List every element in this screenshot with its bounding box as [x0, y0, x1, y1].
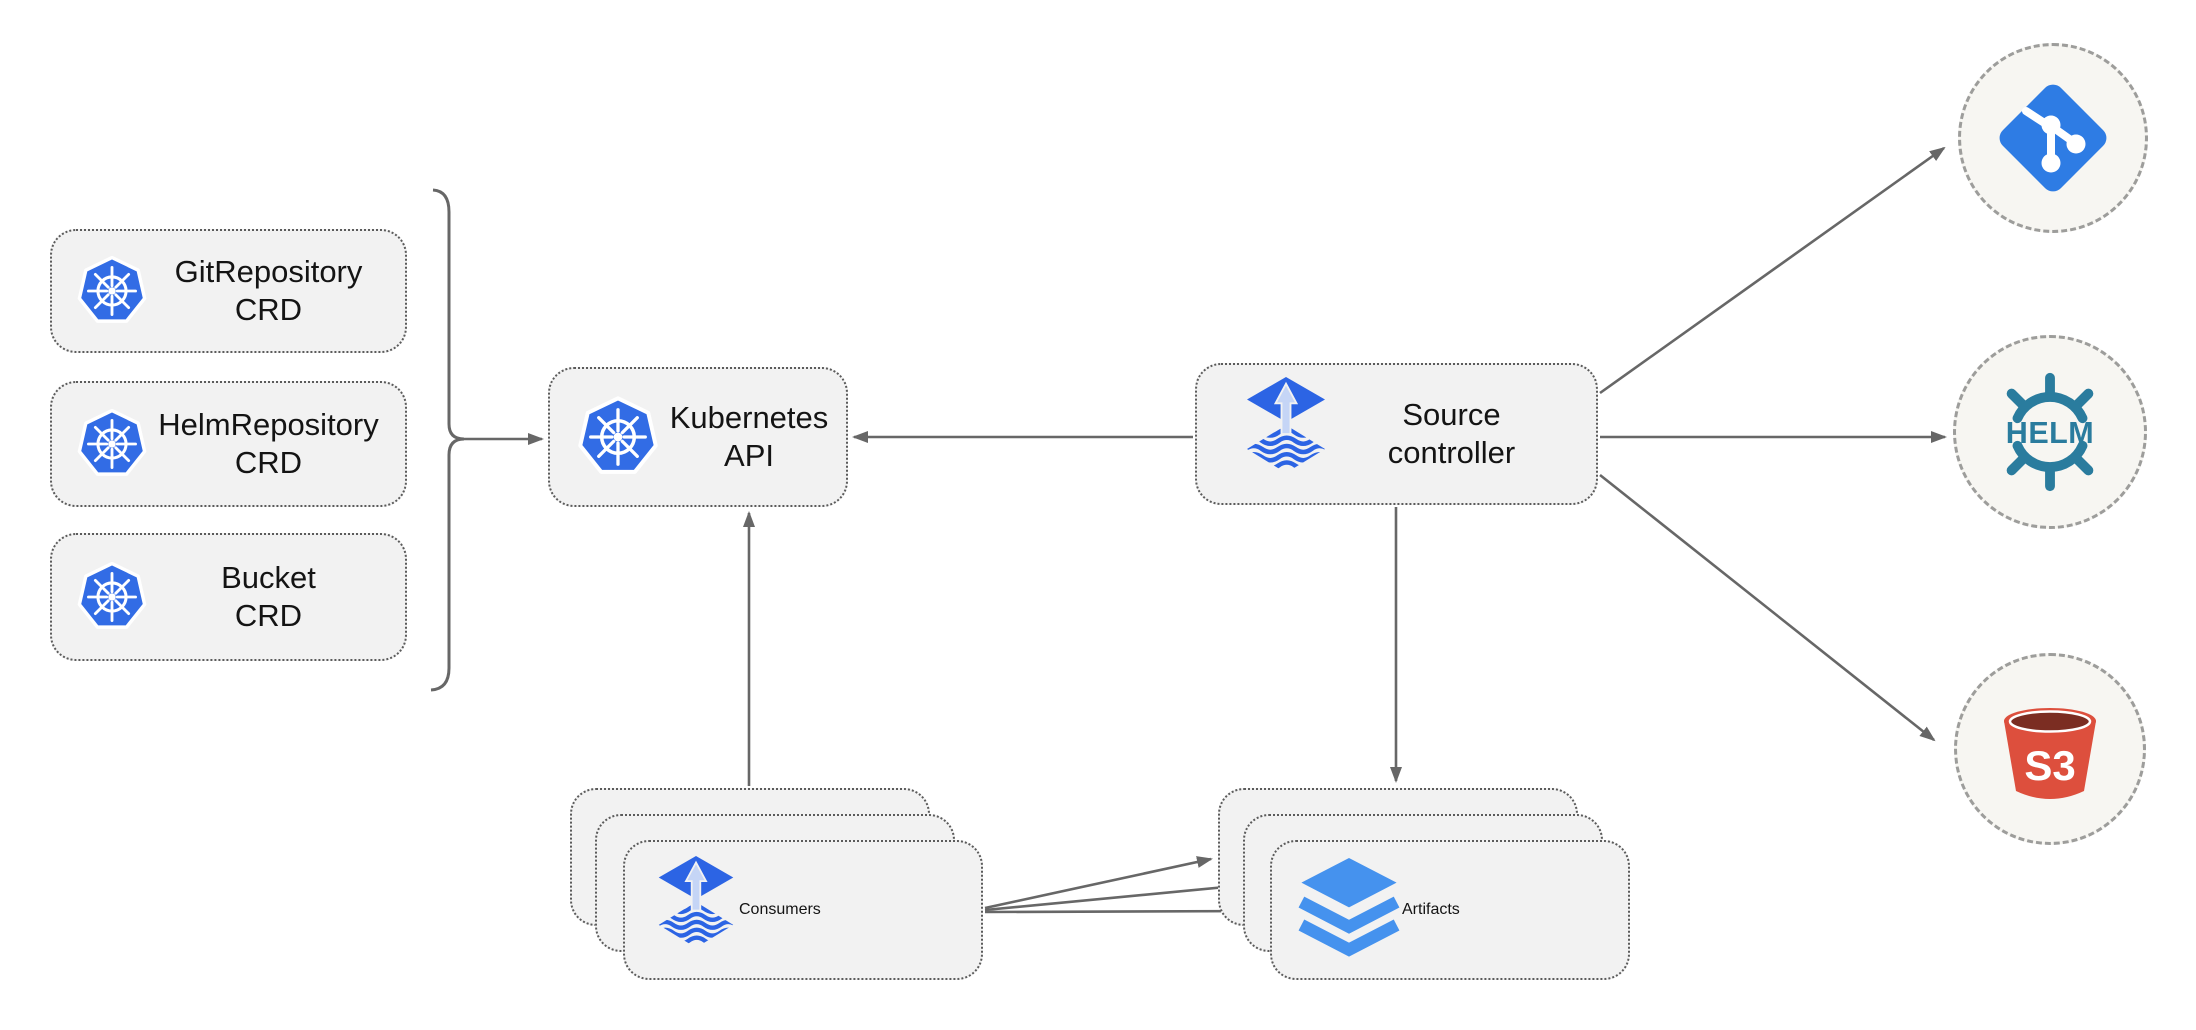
arrow-consumers-to-artifacts-back [984, 856, 1213, 910]
git-icon [1993, 78, 2113, 198]
bucket-crd-label: Bucket CRD [150, 559, 387, 635]
bucket-crd-node: Bucket CRD [50, 533, 407, 661]
gitrepository-crd-node: GitRepository CRD [50, 229, 407, 353]
source-controller-label: Source controller [1331, 396, 1572, 472]
source-controller-line2: controller [1387, 435, 1516, 470]
bucket-crd-line1: Bucket [221, 560, 316, 595]
consumers-node: Consumers [623, 840, 983, 980]
helm-icon [1986, 368, 2114, 496]
arrow-source-to-s3 [1599, 473, 1936, 742]
flux-icon [1241, 374, 1331, 494]
helmrepository-crd-node: HelmRepository CRD [50, 381, 407, 507]
gitrepository-crd-line2: CRD [234, 292, 303, 327]
source-controller-node: Source controller [1195, 363, 1598, 505]
layers-icon [1296, 858, 1402, 962]
kubernetes-icon [74, 559, 150, 635]
helm-source-circle [1953, 335, 2147, 529]
s3-bucket-icon [1990, 689, 2110, 809]
consumers-label: Consumers [739, 901, 821, 918]
artifacts-node: Artifacts [1270, 840, 1630, 980]
bucket-crd-line2: CRD [234, 598, 303, 633]
kubernetes-api-node: Kubernetes API [548, 367, 848, 507]
git-source-circle [1958, 43, 2148, 233]
arrow-source-to-git [1599, 146, 1946, 395]
artifacts-label: Artifacts [1402, 901, 1460, 918]
crd-group-brace [430, 188, 465, 692]
gitrepository-crd-line1: GitRepository [174, 254, 363, 289]
flux-icon [653, 853, 739, 968]
consumers-stack: Consumers [570, 788, 983, 980]
source-controller-line1: Source [1402, 397, 1501, 432]
artifacts-stack: Artifacts [1218, 788, 1630, 980]
helmrepository-crd-label: HelmRepository CRD [150, 406, 387, 482]
kubernetes-icon [74, 406, 150, 482]
kubernetes-icon [574, 393, 662, 481]
arrow-consumers-to-artifacts-front [984, 905, 1266, 918]
kubernetes-icon [74, 253, 150, 329]
s3-source-circle [1954, 653, 2146, 845]
gitrepository-crd-label: GitRepository CRD [150, 253, 387, 329]
kubernetes-api-label: Kubernetes API [669, 400, 829, 473]
helmrepository-crd-line1: HelmRepository [158, 407, 379, 442]
helmrepository-crd-line2: CRD [234, 445, 303, 480]
arrow-consumers-to-artifacts-middle [984, 881, 1238, 912]
